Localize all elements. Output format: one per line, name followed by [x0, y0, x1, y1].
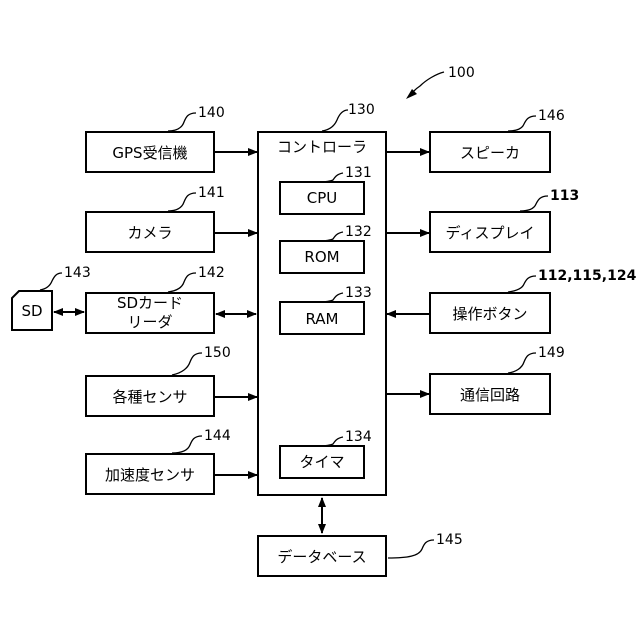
rom-ref: 132 [345, 224, 372, 240]
database-ref: 145 [436, 532, 463, 548]
cpu-label: CPU [307, 189, 338, 207]
database-block: データベース 145 [258, 498, 463, 576]
database-label: データベース [277, 548, 366, 566]
display-ref: 113 [550, 188, 579, 204]
display-block: ディスプレイ 113 [387, 188, 579, 252]
cpu-ref: 131 [345, 165, 372, 181]
figure-ref-100: 100 [406, 65, 475, 99]
accel-block: 加速度センサ 144 [86, 428, 257, 494]
sensors-block: 各種センサ 150 [86, 345, 257, 416]
figure-ref-label: 100 [448, 65, 475, 81]
sensors-label: 各種センサ [112, 388, 187, 406]
sd-reader-ref: 142 [198, 265, 225, 281]
sd-reader-label-line1: SDカード [117, 294, 183, 312]
speaker-leader [508, 116, 536, 131]
controller-ref: 130 [348, 102, 375, 118]
comm-ref: 149 [538, 345, 565, 361]
sd-reader-leader [168, 273, 196, 292]
buttons-leader [508, 276, 536, 292]
database-leader [388, 540, 434, 558]
ram-label: RAM [305, 310, 338, 328]
timer-ref: 134 [345, 429, 372, 445]
display-label: ディスプレイ [446, 224, 535, 242]
controller-label: コントローラ [277, 138, 367, 156]
rom-label: ROM [304, 248, 339, 266]
accel-ref: 144 [204, 428, 231, 444]
sensors-leader [172, 353, 202, 375]
gps-label: GPS受信機 [112, 144, 187, 162]
sd-card-block: SD 143 [12, 265, 91, 330]
buttons-block: 操作ボタン 112,115,124 [387, 268, 637, 333]
speaker-label: スピーカ [460, 144, 520, 162]
sd-card-label: SD [21, 302, 42, 320]
sd-card-leader [40, 273, 62, 290]
display-leader [520, 196, 548, 211]
camera-leader [168, 193, 196, 211]
camera-label: カメラ [127, 224, 172, 242]
timer-label: タイマ [299, 453, 344, 471]
comm-leader [508, 353, 536, 373]
gps-block: GPS受信機 140 [86, 105, 257, 172]
ram-ref: 133 [345, 285, 372, 301]
gps-ref: 140 [198, 105, 225, 121]
sensors-ref: 150 [204, 345, 231, 361]
speaker-ref: 146 [538, 108, 565, 124]
camera-block: カメラ 141 [86, 185, 257, 252]
buttons-ref: 112,115,124 [538, 268, 637, 284]
accel-label: 加速度センサ [105, 466, 195, 484]
comm-label: 通信回路 [460, 386, 520, 404]
sd-card-ref: 143 [64, 265, 91, 281]
sd-reader-label-line2: リーダ [127, 313, 172, 331]
accel-leader [172, 436, 202, 453]
comm-block: 通信回路 149 [387, 345, 565, 414]
gps-leader [168, 113, 196, 131]
sd-reader-block: SDカード リーダ 142 [86, 265, 256, 333]
controller-leader [322, 110, 348, 131]
speaker-block: スピーカ 146 [387, 108, 565, 172]
camera-ref: 141 [198, 185, 225, 201]
buttons-label: 操作ボタン [452, 305, 527, 323]
